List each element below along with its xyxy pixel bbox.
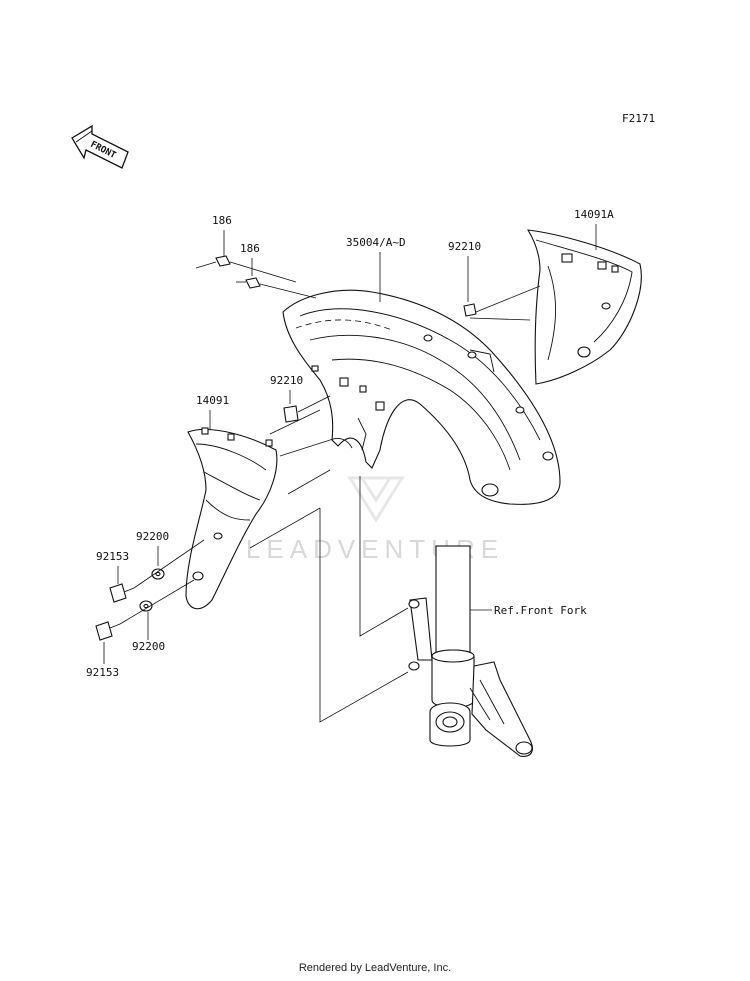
label-35004: 35004/A~D	[346, 236, 406, 249]
label-92153-upper: 92153	[96, 550, 129, 563]
bolt-92153-upper	[109, 583, 135, 603]
label-92153-lower: 92153	[86, 666, 119, 679]
bolt-186-b	[245, 277, 261, 289]
nut-92210-left	[283, 405, 299, 423]
label-14091: 14091	[196, 394, 229, 407]
label-14091a: 14091A	[574, 208, 614, 221]
bolt-186-a	[215, 255, 231, 267]
washer-92200-lower	[139, 600, 153, 612]
diagram-code: F2171	[622, 112, 655, 125]
label-92200-lower: 92200	[132, 640, 165, 653]
watermark-logo	[347, 476, 405, 523]
cover-14091a	[526, 229, 642, 385]
cover-14091	[185, 427, 278, 610]
label-186-a: 186	[212, 214, 232, 227]
nut-92210-right	[463, 303, 477, 317]
front-fender	[282, 289, 561, 505]
label-92200-upper: 92200	[136, 530, 169, 543]
washer-92200-upper	[151, 568, 165, 580]
label-186-b: 186	[240, 242, 260, 255]
label-92210-left: 92210	[270, 374, 303, 387]
front-arrow-icon: FRONT	[71, 124, 129, 169]
bolt-92153-lower	[95, 621, 121, 641]
label-92210-right: 92210	[448, 240, 481, 253]
label-ref-front-fork: Ref.Front Fork	[494, 604, 587, 617]
footer-credit: Rendered by LeadVenture, Inc.	[298, 962, 452, 974]
front-fork	[408, 545, 533, 757]
